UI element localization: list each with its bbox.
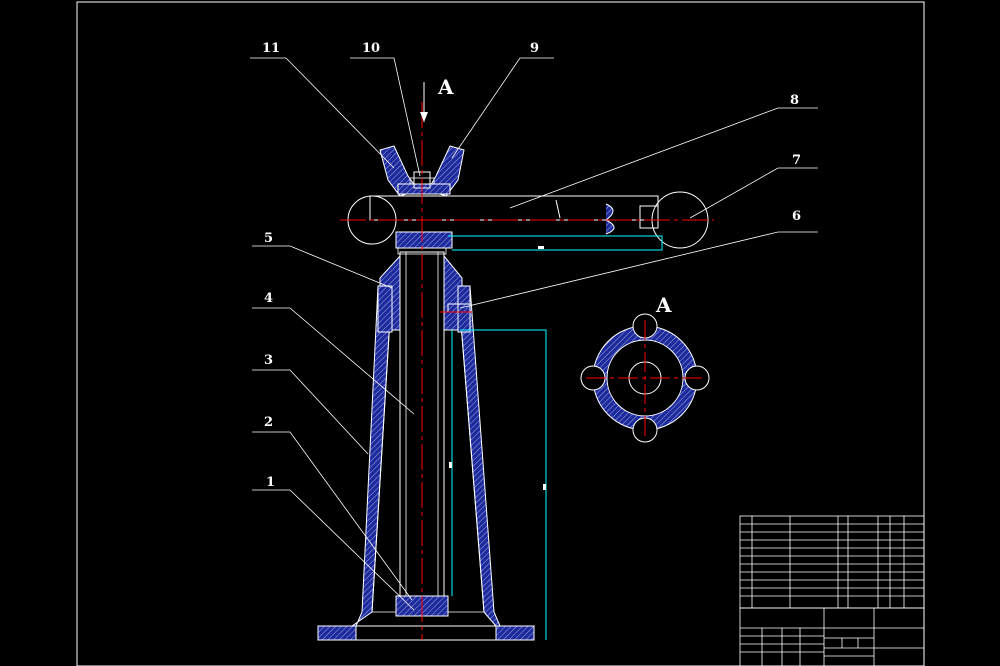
head-collar <box>395 231 453 249</box>
callout-10: 10 <box>362 41 380 56</box>
drawing-frame <box>76 1 925 666</box>
section-detail-a: A <box>580 293 710 443</box>
callout-11: 11 <box>262 41 280 56</box>
callout-1: 1 <box>266 475 275 490</box>
callouts: 11 10 9 8 7 6 5 4 3 2 1 <box>250 41 818 611</box>
callout-4: 4 <box>264 291 273 306</box>
callout-5: 5 <box>264 231 273 246</box>
title-block <box>739 515 925 666</box>
section-label-detail: A <box>655 293 672 317</box>
callout-8: 8 <box>790 93 799 108</box>
callout-9: 9 <box>530 41 539 56</box>
callout-3: 3 <box>264 353 273 368</box>
section-label-top: A <box>437 75 454 99</box>
jack-assembly: A <box>317 75 714 641</box>
callout-7: 7 <box>792 153 801 168</box>
dim-line-height <box>460 329 547 640</box>
dim-line-handle <box>448 235 663 251</box>
callout-2: 2 <box>264 415 273 430</box>
callout-6: 6 <box>792 209 801 224</box>
